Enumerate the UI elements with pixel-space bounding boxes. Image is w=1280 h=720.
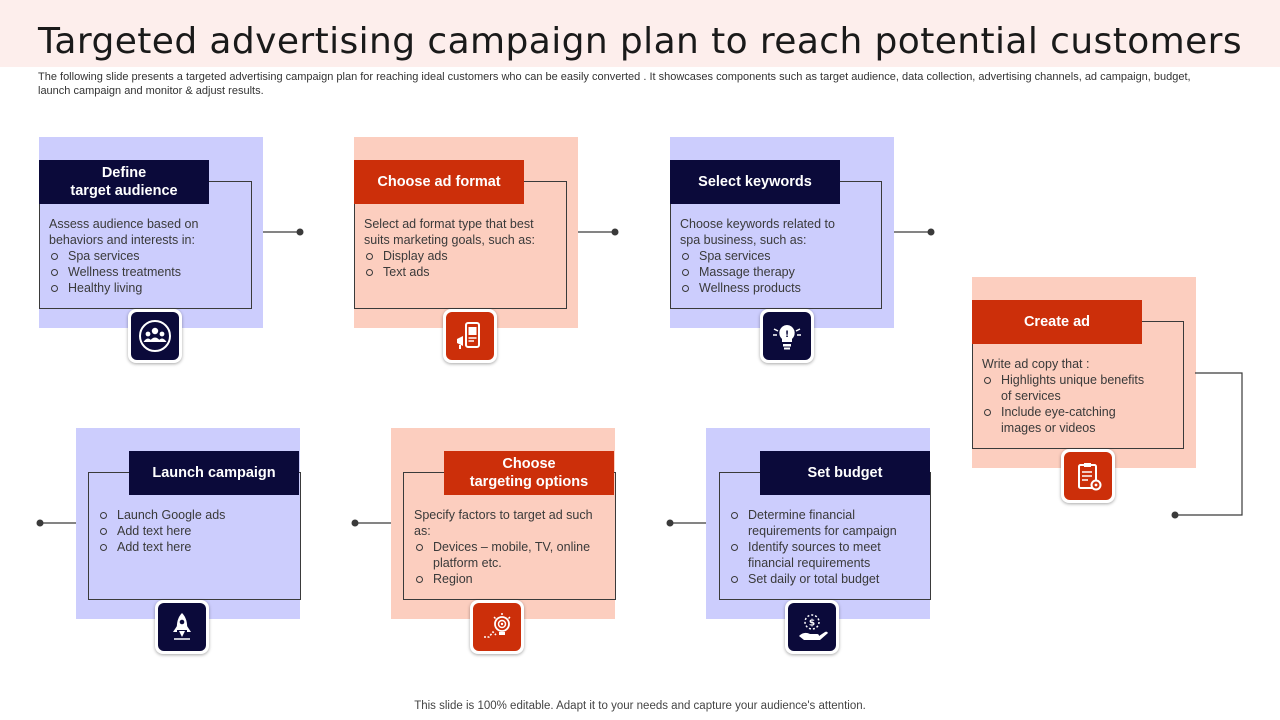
list-item: Identify sources to meet financial requi… bbox=[729, 539, 919, 571]
step-intro: Select ad format type that best suits ma… bbox=[364, 217, 535, 247]
step-icon-badge bbox=[1061, 449, 1115, 503]
step-body: Choose keywords related to spa business,… bbox=[680, 216, 855, 296]
title-band bbox=[0, 0, 1280, 67]
list-item: Wellness products bbox=[680, 280, 855, 296]
step-intro: Specify factors to target ad such as: bbox=[414, 508, 593, 538]
step-card-choose-targeting-options: Choose targeting options Specify factors … bbox=[391, 428, 616, 654]
step-card-set-budget: Set budget Determine financial requireme… bbox=[706, 428, 931, 654]
connector-dot bbox=[611, 228, 619, 236]
list-item: Add text here bbox=[98, 523, 288, 539]
list-item: Launch Google ads bbox=[98, 507, 288, 523]
rocket-icon bbox=[158, 603, 206, 651]
step-body: Specify factors to target ad such as: De… bbox=[414, 507, 604, 587]
list-item: Massage therapy bbox=[680, 264, 855, 280]
step-header: Create ad bbox=[972, 300, 1142, 344]
step-body: Select ad format type that best suits ma… bbox=[364, 216, 539, 280]
connector-dot bbox=[927, 228, 935, 236]
list-item: Devices – mobile, TV, online platform et… bbox=[414, 539, 604, 571]
step-header: Select keywords bbox=[670, 160, 840, 204]
page-subtitle: The following slide presents a targeted … bbox=[38, 71, 1191, 97]
step-card-create-ad: Create ad Write ad copy that : Highlight… bbox=[972, 277, 1196, 503]
step-icon-badge bbox=[470, 600, 524, 654]
list-item: Healthy living bbox=[49, 280, 224, 296]
list-item: Display ads bbox=[364, 248, 539, 264]
step-icon-badge bbox=[443, 309, 497, 363]
mobile-ad-icon bbox=[446, 312, 494, 360]
step-intro: Assess audience based on behaviors and i… bbox=[49, 217, 199, 247]
step-title-line: Set budget bbox=[807, 465, 883, 481]
step-title-line: Create ad bbox=[1023, 314, 1091, 330]
step-title-line: Define bbox=[101, 165, 147, 181]
step-title-line: Choose bbox=[502, 456, 556, 472]
step-header: Launch campaign bbox=[129, 451, 299, 495]
list-item: Region bbox=[414, 571, 604, 587]
step-icon-badge: ! bbox=[760, 309, 814, 363]
lightbulb-idea-icon: ! bbox=[763, 312, 811, 360]
step-body: Write ad copy that : Highlights unique b… bbox=[982, 356, 1157, 436]
step-title-line: target audience bbox=[70, 183, 178, 199]
step-icon-badge bbox=[155, 600, 209, 654]
list-item: Spa services bbox=[49, 248, 224, 264]
list-item: Text ads bbox=[364, 264, 539, 280]
step-title-line: Select keywords bbox=[698, 174, 812, 190]
svg-text:$: $ bbox=[809, 619, 815, 629]
list-item: Wellness treatments bbox=[49, 264, 224, 280]
step-body: Launch Google ads Add text here Add text… bbox=[98, 507, 288, 555]
step-icon-badge bbox=[128, 309, 182, 363]
step-title-line: Launch campaign bbox=[152, 465, 276, 481]
step-intro: Write ad copy that : bbox=[982, 357, 1090, 371]
list-item: Highlights unique benefits of services bbox=[982, 372, 1157, 404]
money-hand-icon: $ bbox=[788, 603, 836, 651]
step-body: Determine financial requirements for cam… bbox=[729, 507, 919, 587]
step-icon-badge: $ bbox=[785, 600, 839, 654]
step-intro: Choose keywords related to spa business,… bbox=[680, 217, 835, 247]
step-header: Set budget bbox=[760, 451, 930, 495]
connector-dot bbox=[296, 228, 304, 236]
list-item: Add text here bbox=[98, 539, 288, 555]
step-card-define-target-audience: Define target audience Assess audience ba… bbox=[39, 137, 263, 363]
step-title-line: targeting options bbox=[469, 474, 589, 490]
step-title-line: Choose ad format bbox=[377, 174, 501, 190]
list-item: Set daily or total budget bbox=[729, 571, 919, 587]
clipboard-gear-icon bbox=[1064, 452, 1112, 500]
list-item: Determine financial requirements for cam… bbox=[729, 507, 919, 539]
step-card-select-keywords: Select keywords Choose keywords related … bbox=[670, 137, 894, 363]
step-card-launch-campaign: Launch campaign Launch Google ads Add te… bbox=[76, 428, 301, 654]
target-bulb-icon bbox=[473, 603, 521, 651]
page-title: Targeted advertising campaign plan to re… bbox=[38, 21, 1243, 62]
step-body: Assess audience based on behaviors and i… bbox=[49, 216, 224, 296]
list-item: Spa services bbox=[680, 248, 855, 264]
step-header: Define target audience bbox=[39, 160, 209, 204]
step-header: Choose ad format bbox=[354, 160, 524, 204]
connector-dot bbox=[666, 519, 674, 527]
footer-note: This slide is 100% editable. Adapt it to… bbox=[414, 700, 866, 712]
connector-dot bbox=[351, 519, 359, 527]
list-item: Include eye-catching images or videos bbox=[982, 404, 1157, 436]
svg-text:!: ! bbox=[785, 330, 789, 340]
audience-group-icon bbox=[131, 312, 179, 360]
step-header: Choose targeting options bbox=[444, 451, 614, 495]
connector-dot bbox=[36, 519, 44, 527]
connector-dot bbox=[1171, 511, 1179, 519]
step-card-choose-ad-format: Choose ad format Select ad format type t… bbox=[354, 137, 578, 363]
